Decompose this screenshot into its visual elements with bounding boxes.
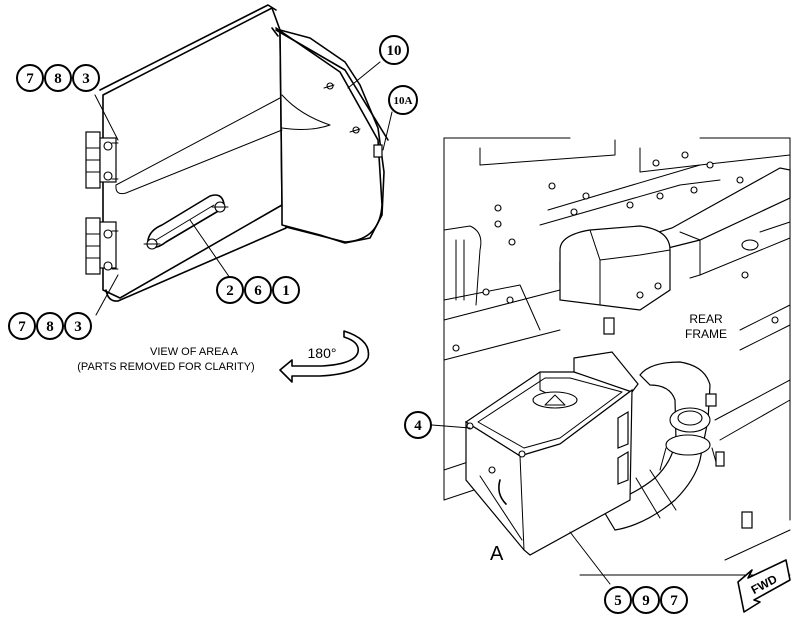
callout-4: 4 xyxy=(404,411,432,439)
svg-text:7: 7 xyxy=(670,593,678,609)
svg-text:9: 9 xyxy=(642,593,650,609)
view-title: VIEW OF AREA A xyxy=(150,346,239,358)
svg-text:10A: 10A xyxy=(394,95,413,107)
callout-handle: 2 6 1 xyxy=(216,276,300,304)
svg-text:7: 7 xyxy=(18,319,26,335)
view-subtitle: (PARTS REMOVED FOR CLARITY) xyxy=(77,361,254,373)
rear-frame-label-2: FRAME xyxy=(685,327,727,341)
hinge-top xyxy=(85,131,119,189)
svg-text:3: 3 xyxy=(82,71,90,87)
svg-text:1: 1 xyxy=(282,283,290,299)
box-assembly xyxy=(464,351,639,556)
svg-text:5: 5 xyxy=(614,593,622,609)
svg-text:8: 8 xyxy=(54,71,62,87)
rear-frame-label-1: REAR xyxy=(689,312,723,326)
callout-bottom: 5 9 7 xyxy=(604,586,688,614)
fwd-arrow: FWD xyxy=(737,559,791,613)
svg-text:10: 10 xyxy=(387,43,402,59)
svg-text:6: 6 xyxy=(254,283,262,299)
svg-text:4: 4 xyxy=(414,418,422,434)
callout-bottom-left: 7 8 3 xyxy=(8,312,92,340)
rotation-label: 180° xyxy=(308,345,337,361)
hinge-bottom xyxy=(85,217,119,275)
svg-text:3: 3 xyxy=(74,319,82,335)
exhaust-pipe xyxy=(599,361,753,531)
rotation-arrow: 180° xyxy=(279,330,370,383)
area-letter: A xyxy=(490,543,504,565)
callout-10a: 10A xyxy=(388,85,418,115)
handle xyxy=(143,194,229,250)
frame-background xyxy=(443,137,791,576)
callout-top-left: 7 8 3 xyxy=(16,64,100,92)
svg-text:7: 7 xyxy=(26,71,34,87)
callout-10: 10 xyxy=(379,35,409,65)
detail-view-cover xyxy=(99,4,389,302)
svg-text:2: 2 xyxy=(226,283,234,299)
svg-text:8: 8 xyxy=(46,319,54,335)
